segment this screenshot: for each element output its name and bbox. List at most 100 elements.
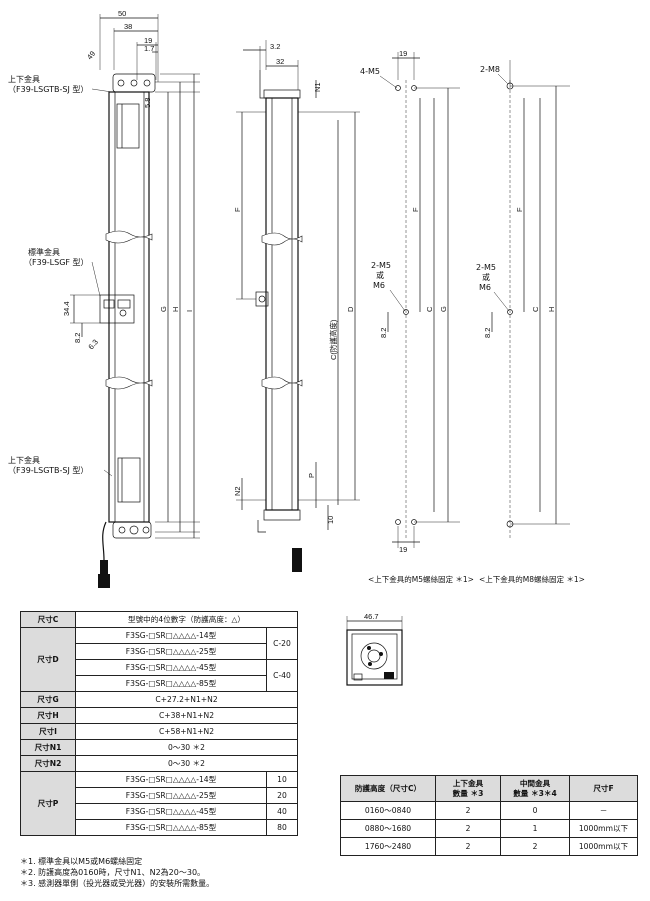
table-header-row: 防護高度（尺寸C） 上下金具 數量 ＊3 中間金具 數量 ＊3＊4 尺寸F — [340, 775, 638, 802]
dim-value: C+58+N1+N2 — [75, 723, 298, 740]
dim-50: 50 — [118, 9, 126, 18]
bracket-top-view: 46.7 — [346, 612, 403, 686]
model-cell: F3SG-□SR□△△△△-85型 — [75, 675, 267, 692]
dim-19-m5-bottom: 19 — [399, 545, 407, 554]
front-view: 50 38 19 1.7 49 5.8 34.4 8.2 6.3 — [8, 9, 200, 588]
dim-h-m8: H — [547, 307, 556, 312]
label-upper-bracket-model: （F39-LSGTB-SJ 型） — [8, 85, 88, 94]
table-row: 0160～0840 2 0 － — [340, 801, 638, 820]
dim-f-m8: F — [515, 207, 524, 212]
model-cell: F3SG-□SR□△△△△-25型 — [75, 643, 267, 660]
dim-5-8: 5.8 — [143, 98, 152, 108]
table-row: 尺寸N2 0～30 ＊2 — [20, 755, 298, 772]
label-2-m5: 2-M5 — [371, 261, 391, 270]
table-cell: 1760～2480 — [340, 837, 436, 856]
dim-46-7: 46.7 — [364, 612, 379, 621]
dim-value: C+38+N1+N2 — [75, 707, 298, 724]
dim-19-m5: 19 — [399, 49, 407, 58]
dim-p: P — [307, 473, 316, 478]
dim-c-m5: C — [425, 306, 434, 312]
caption-m5-mounting: <上下金具的M5螺絲固定 ＊1> — [368, 575, 474, 584]
dim-32: 32 — [276, 57, 284, 66]
label-or-m8: 或 — [482, 272, 490, 282]
label-2-m5-m8: 2-M5 — [476, 263, 496, 272]
header-dim-f: 尺寸F — [569, 775, 638, 802]
table-cell: 2 — [435, 837, 501, 856]
label-lower-bracket: 上下金具 — [8, 455, 40, 465]
table-row: 尺寸D F3SG-□SR□△△△△-14型 C-20 — [20, 627, 298, 692]
dim-g: G — [159, 306, 168, 312]
dim-n1: N1 — [313, 82, 322, 92]
dim-key: 尺寸N1 — [20, 739, 76, 756]
label-m6-m8: M6 — [479, 283, 491, 292]
label-2-m8: 2-M8 — [480, 65, 500, 74]
table-cell: 1000mm以下 — [569, 837, 638, 856]
dim-value: 80 — [266, 819, 298, 836]
dim-key: 尺寸D — [20, 627, 76, 692]
dim-10: 10 — [326, 516, 335, 524]
header-protective-height: 防護高度（尺寸C） — [340, 775, 436, 802]
dim-1-7: 1.7 — [144, 44, 154, 53]
table-row: 尺寸G C+27.2+N1+N2 — [20, 691, 298, 708]
table-row: 1760～2480 2 2 1000mm以下 — [340, 837, 638, 856]
dim-6-3: 6.3 — [86, 337, 100, 351]
side-view: 3.2 32 F N2 N1 D C(防護高度) P — [233, 40, 360, 572]
footnote-1: ＊1. 標準金具以M5或M6螺絲固定 — [20, 857, 143, 866]
dim-n2: N2 — [233, 486, 242, 496]
label-upper-bracket: 上下金具 — [8, 74, 40, 84]
model-cell: F3SG-□SR□△△△△-85型 — [75, 819, 267, 836]
footnotes: ＊1. 標準金具以M5或M6螺絲固定 ＊2. 防護高度為0160時，尺寸N1、N… — [20, 856, 214, 889]
label-m6: M6 — [373, 281, 385, 290]
dim-value: C-40 — [266, 659, 298, 692]
model-cell: F3SG-□SR□△△△△-25型 — [75, 787, 267, 804]
dim-38: 38 — [124, 22, 132, 31]
table-row: 尺寸H C+38+N1+N2 — [20, 707, 298, 724]
dim-value: 0～30 ＊2 — [75, 739, 298, 756]
dim-d: D — [346, 306, 355, 312]
dim-49: 49 — [85, 49, 97, 61]
dim-8-2-m5: 8.2 — [379, 328, 388, 338]
table-row: 尺寸I C+58+N1+N2 — [20, 723, 298, 740]
dim-key: 尺寸I — [20, 723, 76, 740]
table-cell: 1000mm以下 — [569, 819, 638, 838]
header-top-bottom-qty: 上下金具 數量 ＊3 — [435, 775, 501, 802]
table-row: 尺寸C 型號中的4位數字（防護高度：△） — [20, 611, 298, 628]
dim-value: 型號中的4位數字（防護高度：△） — [75, 611, 298, 628]
dim-f-m5: F — [411, 207, 420, 212]
dim-c-range: C(防護高度) — [328, 319, 338, 360]
dim-h: H — [171, 307, 180, 312]
table-cell: 2 — [435, 819, 501, 838]
footnote-2: ＊2. 防護高度為0160時，尺寸N1、N2為20～30。 — [20, 868, 206, 877]
label-or: 或 — [376, 270, 384, 280]
m5-mounting-view: 19 4-M5 2-M5 或 M6 8.2 19 F C G — [360, 49, 460, 554]
model-cell: F3SG-□SR□△△△△-45型 — [75, 803, 267, 820]
dim-key: 尺寸N2 — [20, 755, 76, 772]
dim-f: F — [233, 207, 242, 212]
dim-value: 0～30 ＊2 — [75, 755, 298, 772]
table-row: 尺寸P F3SG-□SR□△△△△-14型 10 — [20, 771, 298, 836]
table-cell: 2 — [500, 837, 570, 856]
table-row: 0880～1680 2 1 1000mm以下 — [340, 819, 638, 838]
dimension-drawing: 50 38 19 1.7 49 5.8 34.4 8.2 6.3 — [8, 9, 570, 588]
dim-g-m5: G — [439, 306, 448, 312]
label-lower-bracket-model: （F39-LSGTB-SJ 型） — [8, 466, 88, 475]
model-cell: F3SG-□SR□△△△△-45型 — [75, 659, 267, 676]
dim-3-2: 3.2 — [270, 42, 280, 51]
header-middle-qty: 中間金具 數量 ＊3＊4 — [500, 775, 570, 802]
dimension-table: 尺寸C 型號中的4位數字（防護高度：△） 尺寸D F3SG-□SR□△△△△-1… — [20, 611, 298, 836]
table-cell: － — [569, 801, 638, 820]
table-cell: 0 — [500, 801, 570, 820]
dim-key: 尺寸G — [20, 691, 76, 708]
table-cell: 1 — [500, 819, 570, 838]
label-4-m5: 4-M5 — [360, 67, 380, 76]
model-cell: F3SG-□SR□△△△△-14型 — [75, 771, 267, 788]
dim-8-2-m8: 8.2 — [483, 328, 492, 338]
dim-value: 20 — [266, 787, 298, 804]
label-std-bracket-model: （F39-LSGF 型） — [24, 258, 89, 267]
dim-19: 19 — [144, 36, 152, 45]
dim-key: 尺寸P — [20, 771, 76, 836]
dim-value: C-20 — [266, 627, 298, 660]
caption-m8-mounting: <上下金具的M8螺絲固定 ＊1> — [479, 575, 585, 584]
dim-value: C+27.2+N1+N2 — [75, 691, 298, 708]
model-cell: F3SG-□SR□△△△△-14型 — [75, 627, 267, 644]
